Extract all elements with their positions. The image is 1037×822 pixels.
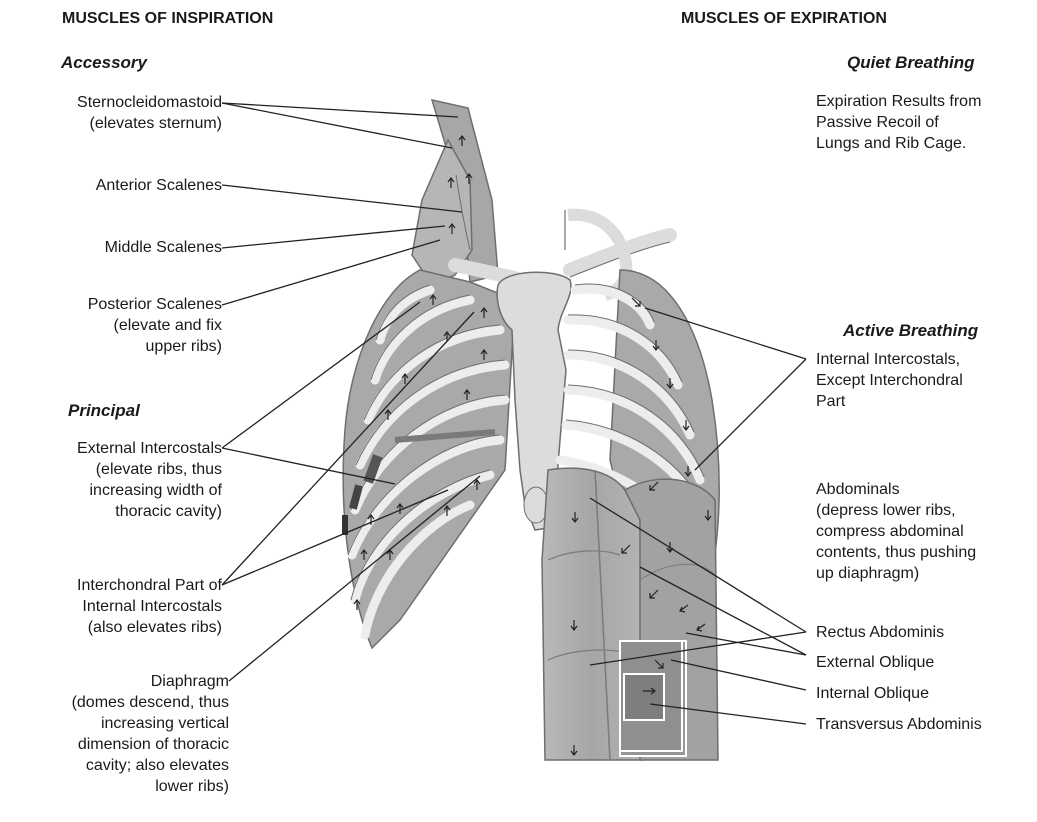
quiet-breathing-subheading: Quiet Breathing [847,52,975,73]
rectus-abdominis-label: Rectus Abdominis [816,622,944,643]
middle-scalenes-label: Middle Scalenes [105,237,222,258]
external-intercostals-label: External Intercostals (elevate ribs, thu… [77,438,222,522]
interchondral-label: Interchondral Part of Internal Intercost… [77,575,222,638]
abdominals-label: Abdominals (depress lower ribs, compress… [816,479,976,584]
internal-oblique-label: Internal Oblique [816,683,929,704]
principal-subheading: Principal [68,400,140,421]
active-breathing-subheading: Active Breathing [843,320,978,341]
left-clavicle [455,265,515,278]
diaphragm-label: Diaphragm (domes descend, thus increasin… [72,671,229,797]
transversus-abdominis-label: Transversus Abdominis [816,714,982,735]
transversus-window [624,674,664,720]
accessory-subheading: Accessory [61,52,147,73]
expiration-heading: MUSCLES OF EXPIRATION [681,8,887,29]
leader-lines [222,103,806,724]
sternocleidomastoid-label: Sternocleidomastoid (elevates sternum) [77,92,222,134]
anterior-scalenes-label: Anterior Scalenes [96,175,222,196]
neck-muscles [412,100,498,285]
quiet-breathing-text: Expiration Results from Passive Recoil o… [816,91,981,154]
abdominal-wall [542,468,718,760]
internal-intercostals-label: Internal Intercostals, Except Interchond… [816,349,963,412]
external-oblique-label: External Oblique [816,652,934,673]
leader-middle-scalenes [222,226,445,248]
rib-cage-left [342,270,515,648]
inspiration-heading: MUSCLES OF INSPIRATION [62,8,273,29]
posterior-scalenes-label: Posterior Scalenes (elevate and fix uppe… [88,294,222,357]
